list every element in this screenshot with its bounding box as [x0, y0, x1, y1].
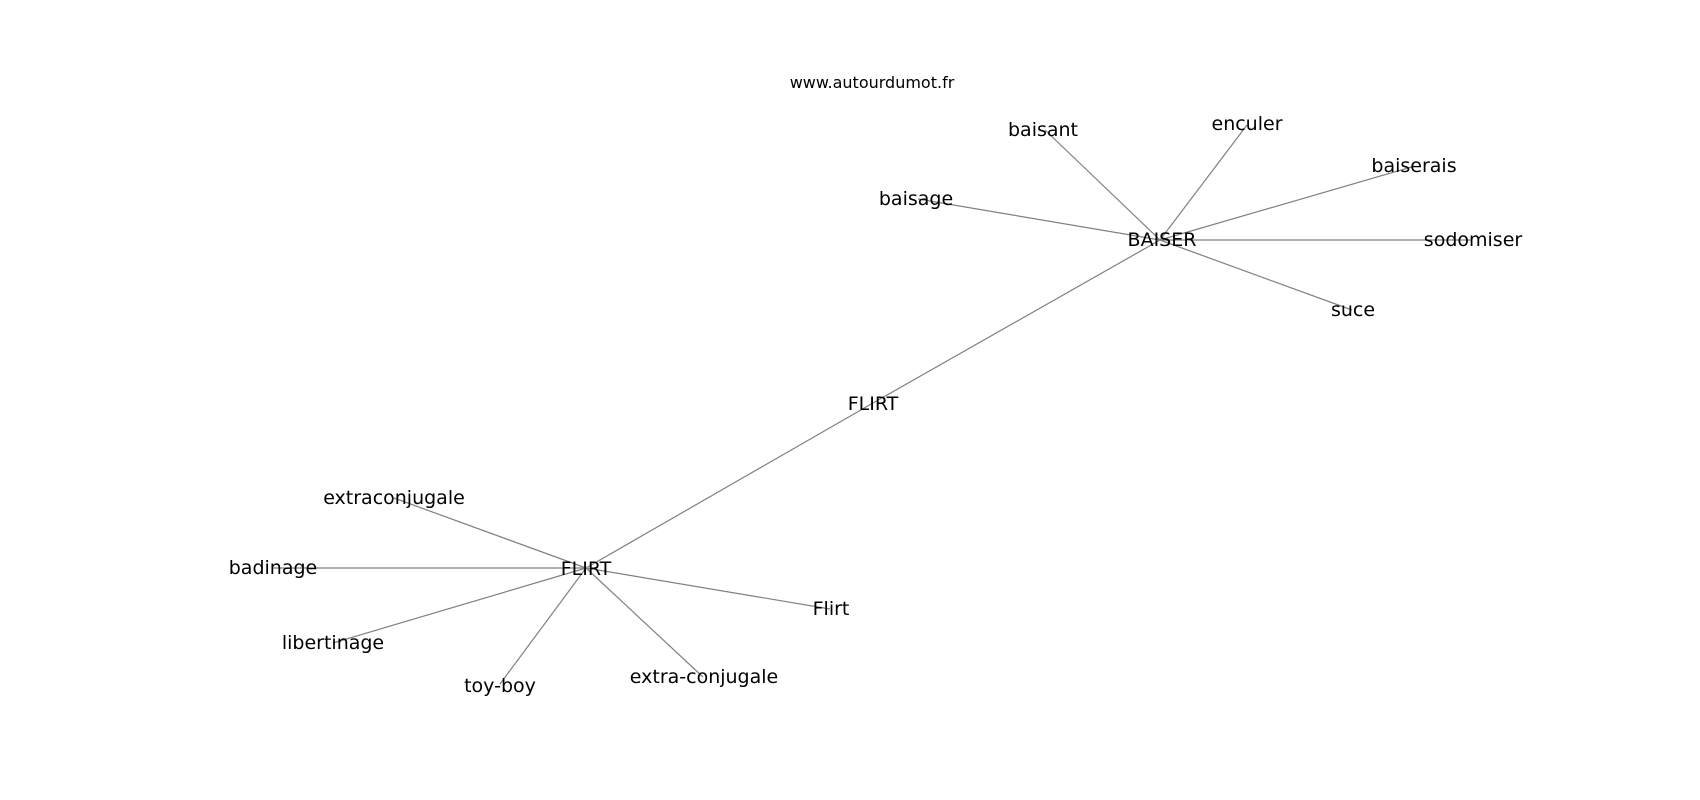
watermark-text: www.autourdumot.fr — [790, 73, 955, 92]
edge-baiser-baisant — [1044, 129, 1161, 241]
node-extra-conjugale: extra-conjugale — [630, 666, 778, 688]
edge-baiser-enculer — [1159, 124, 1248, 241]
node-extraconjugale: extraconjugale — [323, 487, 465, 509]
edge-flirt-flirt-lower — [585, 567, 831, 610]
edge-flirt-extra-conjugale — [585, 567, 704, 678]
node-libertinage: libertinage — [282, 632, 384, 654]
edge-baiser-baisage — [917, 198, 1161, 241]
node-baiser: BAISER — [1128, 229, 1197, 251]
node-baisage: baisage — [879, 188, 953, 210]
node-flirt-center: FLIRT — [848, 393, 899, 415]
edges-layer — [272, 124, 1472, 685]
node-toy-boy: toy-boy — [464, 675, 536, 697]
node-baiserais: baiserais — [1371, 155, 1456, 177]
edge-flirt-center-baiser — [872, 239, 1161, 404]
edge-flirt-extraconjugale — [393, 497, 587, 569]
edge-baiser-suce — [1159, 239, 1353, 311]
node-suce: suce — [1331, 299, 1375, 321]
edge-flirt-libertinage — [332, 567, 587, 644]
node-flirt-lower: Flirt — [813, 598, 850, 620]
edge-baiser-baiserais — [1159, 165, 1416, 241]
node-flirt-hub: FLIRT — [561, 558, 612, 580]
labels-layer: www.autourdumot.fr FLIRT BAISER FLIRT ba… — [229, 73, 1523, 697]
node-sodomiser: sodomiser — [1424, 229, 1523, 251]
edge-flirt-center-flirt-hub — [585, 402, 874, 569]
edge-flirt-toy-boy — [499, 567, 587, 685]
node-enculer: enculer — [1212, 113, 1283, 135]
node-baisant: baisant — [1008, 119, 1078, 141]
node-badinage: badinage — [229, 557, 317, 579]
